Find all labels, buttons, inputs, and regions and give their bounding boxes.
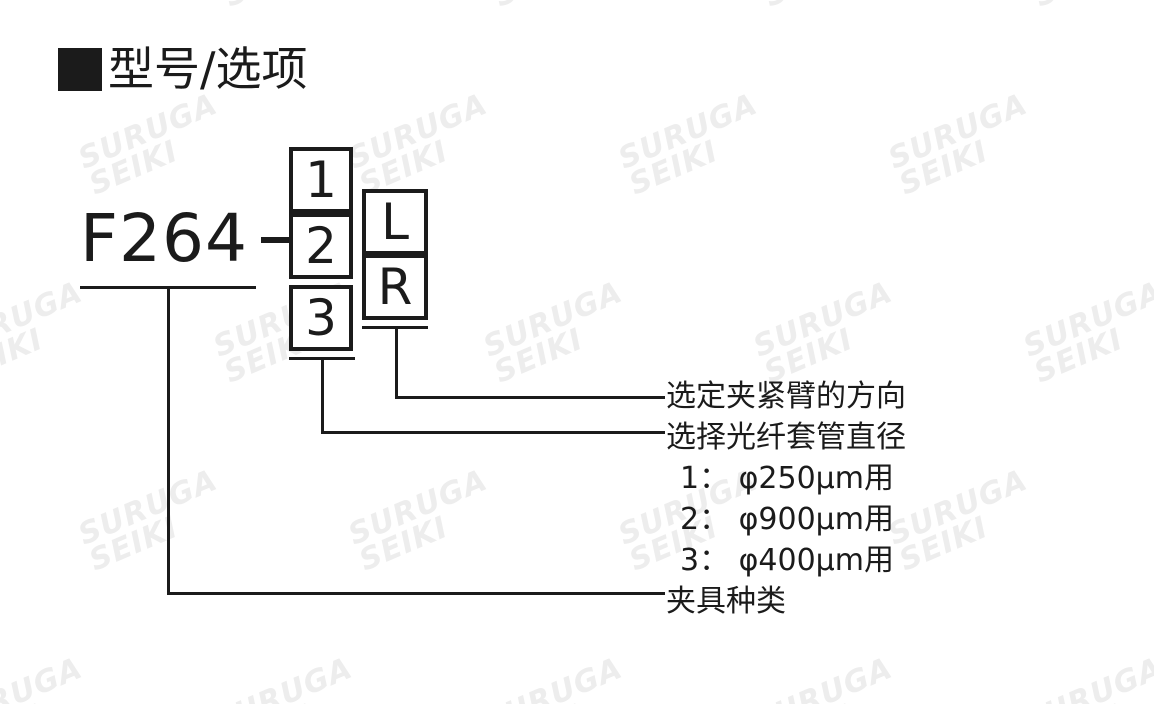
square-bullet-icon <box>58 47 102 91</box>
diameter-leader-vertical <box>321 357 324 433</box>
annotation-diameter-item-2: 2： φ900μm用 <box>680 502 894 537</box>
option-box-direction-r-label: R <box>377 258 413 316</box>
option-box-digit-2[interactable]: 2 <box>289 213 353 279</box>
option-box-digit-1-label: 1 <box>305 151 337 209</box>
option-box-digit-3-label: 3 <box>305 289 337 347</box>
option-box-direction-l[interactable]: L <box>362 189 428 255</box>
code-separator-dash <box>261 237 291 243</box>
annotation-direction: 选定夹紧臂的方向 <box>666 379 906 414</box>
annotation-diameter-item-1: 1： φ250μm用 <box>680 461 894 496</box>
page-title: 型号/选项 <box>58 46 308 92</box>
option-box-digit-3[interactable]: 3 <box>289 285 353 351</box>
option-box-digit-1[interactable]: 1 <box>289 147 353 213</box>
fixture-leader-vertical <box>167 286 170 594</box>
direction-leader-vertical <box>395 326 398 398</box>
annotation-diameter: 选择光纤套管直径 <box>666 420 906 455</box>
annotation-diameter-item-3: 3： φ400μm用 <box>680 543 894 578</box>
diameter-leader-horizontal <box>321 431 665 434</box>
option-box-direction-l-label: L <box>381 193 409 251</box>
direction-leader-horizontal <box>395 396 665 399</box>
option-box-digit-2-label: 2 <box>305 217 337 275</box>
fixture-leader-horizontal <box>167 592 665 595</box>
annotation-fixture-type: 夹具种类 <box>666 584 786 619</box>
option-box-direction-r[interactable]: R <box>362 254 428 320</box>
page-title-label: 型号/选项 <box>108 42 308 96</box>
base-model-code: F264 <box>80 200 248 277</box>
annotation-text-block: 选定夹紧臂的方向 选择光纤套管直径 1： φ250μm用 2： φ900μm用 … <box>666 376 906 622</box>
